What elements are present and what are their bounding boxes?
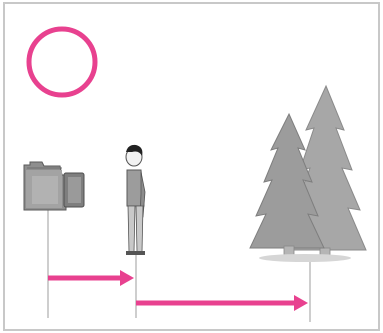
camera-distance-diagram — [0, 0, 383, 333]
